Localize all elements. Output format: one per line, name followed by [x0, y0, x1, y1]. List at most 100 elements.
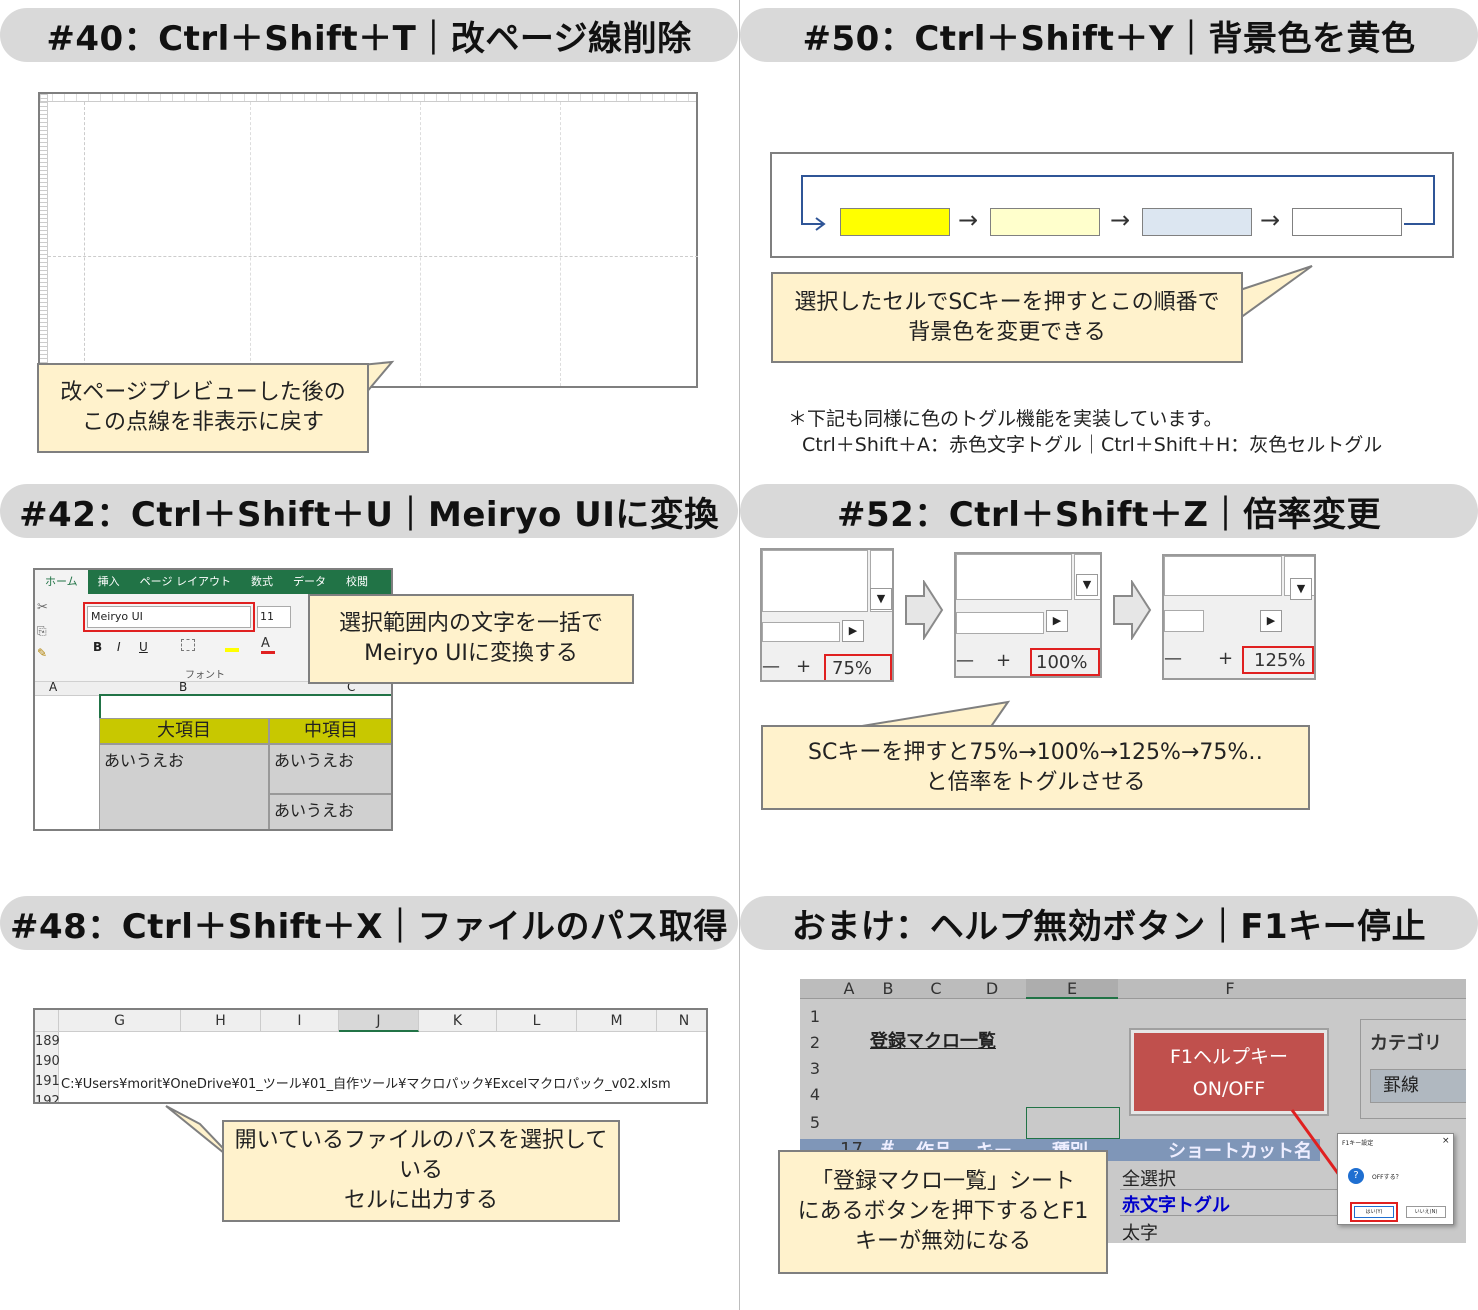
note-line-2: Ctrl＋Shift＋A：赤色文字トグル｜Ctrl＋Shift＋H：灰色セルトグ…	[802, 434, 1383, 456]
loop-arrow	[801, 175, 1435, 231]
column-h: H	[181, 1010, 261, 1032]
f1-button-line1: F1ヘルプキー	[1169, 1046, 1289, 1068]
category-label: カテゴリ	[1370, 1033, 1442, 1054]
cut-icon[interactable]: ✂	[37, 600, 48, 615]
row-2: 2	[809, 1033, 821, 1052]
sheet-area	[762, 550, 868, 612]
item-red-text-toggle: 赤文字トグル	[1122, 1195, 1230, 1216]
dialog-text: OFFする？	[1372, 1174, 1402, 1181]
callout-52-text: SCキーを押すと75%→100%→125%→75%‥ と倍率をトグルさせる	[808, 739, 1263, 795]
underline-button[interactable]: U	[139, 640, 148, 654]
font-size-box[interactable]: 11	[257, 606, 291, 628]
selected-cell[interactable]	[1026, 1107, 1120, 1139]
page-break-line	[250, 102, 251, 386]
tab-page-layout[interactable]: ページ レイアウト	[139, 575, 231, 588]
row-191: 191	[35, 1072, 60, 1092]
italic-button[interactable]: I	[117, 640, 121, 654]
zoom-in-icon[interactable]: +	[796, 656, 812, 677]
h-scroll[interactable]	[956, 612, 1044, 634]
right-arrow-icon	[905, 580, 944, 640]
arrow: →	[1260, 206, 1281, 234]
row-ruler	[40, 94, 48, 386]
column-a: A	[49, 680, 58, 694]
header-bonus: おまけ：ヘルプ無効ボタン｜F1キー停止	[740, 896, 1478, 950]
zoom-panel-125: ▼ ▶ — + 125%	[1162, 554, 1316, 680]
dropdown-icon[interactable]: ▼	[1290, 578, 1312, 600]
bold-button[interactable]: B	[93, 640, 103, 654]
swatch-light-yellow	[990, 208, 1100, 236]
sheet-area	[956, 554, 1072, 600]
font-name-box[interactable]: Meiryo UI	[87, 606, 251, 628]
zoom-in-icon[interactable]: +	[1218, 648, 1234, 669]
question-icon: ?	[1348, 1168, 1364, 1184]
tab-data[interactable]: データ	[292, 575, 326, 588]
scroll-right-icon[interactable]: ▶	[842, 620, 864, 642]
tab-home[interactable]: ホーム	[35, 570, 88, 594]
column-ruler	[40, 94, 696, 102]
fill-color-icon[interactable]	[223, 636, 239, 652]
dialog-no-button[interactable]: いいえ(N)	[1406, 1206, 1446, 1218]
page-break-line	[84, 102, 85, 386]
border-icon[interactable]	[181, 639, 195, 651]
scroll-right-icon[interactable]: ▶	[1046, 610, 1068, 632]
callout-48: 開いているファイルのパスを選択している セルに出力する	[222, 1120, 620, 1222]
dialog-title: F1キー設定	[1342, 1140, 1374, 1147]
row-189: 189	[35, 1032, 60, 1052]
h-scroll[interactable]	[1164, 610, 1204, 632]
highlight-rect	[83, 602, 255, 632]
arrow: →	[1110, 206, 1131, 234]
column-i: I	[261, 1010, 339, 1032]
slicer-frame	[1360, 1019, 1466, 1119]
header-42: #42：Ctrl＋Shift＋U｜Meiryo UIに変換	[0, 484, 738, 538]
column-header-bar	[800, 979, 1466, 999]
dropdown-icon[interactable]: ▼	[1076, 574, 1098, 596]
copy-icon[interactable]: ⎘	[37, 624, 47, 638]
f1-toggle-button[interactable]: F1ヘルプキー ON/OFF	[1131, 1030, 1327, 1114]
zoom-highlight	[1030, 648, 1100, 676]
zoom-slider-line: —	[1164, 648, 1182, 669]
zoom-slider-line: —	[762, 656, 780, 677]
cell: あいうえお	[269, 794, 391, 829]
row-5: 5	[809, 1113, 821, 1132]
close-icon[interactable]: ×	[1442, 1136, 1450, 1146]
column-j: J	[339, 1010, 419, 1032]
column-headers: A B C	[35, 680, 391, 696]
zoom-in-icon[interactable]: +	[996, 650, 1012, 671]
th-shortcut-name: ショートカット名	[1168, 1141, 1312, 1162]
category-slicer[interactable]: 罫線	[1370, 1069, 1466, 1103]
tab-review[interactable]: 校閲	[345, 575, 368, 588]
zoom-level: 100%	[1036, 652, 1088, 673]
zoom-highlight	[824, 654, 892, 680]
column-n: N	[657, 1010, 706, 1032]
dialog-yes-button[interactable]: はい(Y)	[1354, 1206, 1394, 1218]
page-break-line	[48, 256, 698, 257]
header-cell-2: 中項目	[269, 718, 391, 744]
scroll-right-icon[interactable]: ▶	[1260, 610, 1282, 632]
zoom-panel-100: ▼ ▶ — + 100%	[954, 552, 1102, 678]
item-select-all: 全選択	[1122, 1169, 1176, 1190]
callout-50-text: 選択したセルでSCキーを押すとこの順番で 背景色を変更できる	[794, 289, 1220, 345]
tab-formulas[interactable]: 数式	[250, 575, 273, 588]
column-b: B	[179, 680, 188, 694]
column-a: A	[843, 979, 855, 998]
dropdown-icon[interactable]: ▼	[870, 588, 892, 610]
callout-50: 選択したセルでSCキーを押すとこの順番で 背景色を変更できる	[771, 272, 1243, 363]
yes-highlight	[1350, 1202, 1398, 1222]
h-scroll[interactable]	[762, 622, 840, 642]
column-k: K	[419, 1010, 497, 1032]
zoom-panel-75: ▼ ▶ — + 75%	[760, 548, 894, 682]
callout-48-text: 開いているファイルのパスを選択している セルに出力する	[234, 1128, 608, 1213]
column-l: L	[497, 1010, 577, 1032]
corner-cell	[35, 1010, 59, 1032]
row-3: 3	[809, 1059, 821, 1078]
swatch-yellow	[840, 208, 950, 236]
format-painter-icon[interactable]: ✎	[37, 646, 48, 660]
header-50: #50：Ctrl＋Shift＋Y｜背景色を黄色	[740, 8, 1478, 62]
row-line	[1120, 1189, 1340, 1190]
callout-42: 選択範囲内の文字を一括で Meiryo UIに変換する	[308, 594, 634, 684]
font-color-icon[interactable]: A	[261, 636, 275, 654]
path-cell[interactable]: C:¥Users¥morit¥OneDrive¥01_ツール¥01_自作ツール¥…	[61, 1077, 671, 1092]
row-192: 192	[35, 1092, 60, 1102]
tab-insert[interactable]: 挿入	[97, 575, 120, 588]
page-break-line	[420, 102, 421, 386]
